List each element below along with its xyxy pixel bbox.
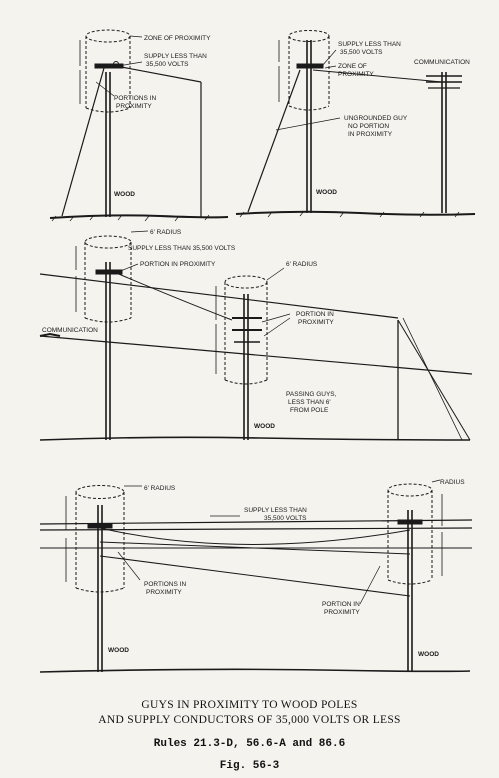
p1-portions-label-1: PORTIONS IN: [114, 95, 156, 102]
p2-guy-label-3: IN PROXIMITY: [348, 131, 393, 138]
p2-zone-label-2: PROXIMITY: [338, 71, 374, 78]
p4-radius-right: RADIUS: [440, 479, 465, 486]
panel-4: [39, 479, 473, 673]
panel-2: [235, 30, 476, 218]
p4-portions-label-2: PROXIMITY: [146, 589, 182, 596]
p2-zone-label-1: ZONE OF: [338, 63, 367, 70]
p3-wood-label: WOOD: [254, 423, 275, 430]
p3-communication-label: COMMUNICATION: [42, 327, 98, 334]
p2-guy-label-2: NO PORTION: [348, 123, 389, 130]
p2-supply-label-1: SUPPLY LESS THAN: [338, 41, 401, 48]
p4-wood-right: WOOD: [418, 651, 439, 658]
p3-passing-label-2: LESS THAN 6': [288, 399, 331, 406]
p1-portions-label-2: PROXIMITY: [116, 103, 152, 110]
p4-radius-left: 6' RADIUS: [144, 485, 176, 492]
figure-title-line-2: AND SUPPLY CONDUCTORS OF 35,000 VOLTS OR…: [98, 714, 401, 726]
p4-supply-label-1: SUPPLY LESS THAN: [244, 507, 307, 514]
rules-reference: Rules 21.3-D, 56.6-A and 86.6: [153, 738, 346, 750]
p3-passing-label-3: FROM POLE: [290, 407, 329, 414]
panel-3: [39, 230, 473, 441]
p4-supply-label-2: 35,500 VOLTS: [264, 515, 307, 522]
p2-communication-label: COMMUNICATION: [414, 59, 470, 66]
p2-wood-label: WOOD: [316, 189, 337, 196]
p3-portion-label: PORTION IN PROXIMITY: [140, 261, 216, 268]
figure-number: Fig. 56-3: [219, 760, 280, 772]
p3-supply-label: SUPPLY LESS THAN 35,500 VOLTS: [128, 245, 236, 252]
p1-wood-label: WOOD: [114, 191, 135, 198]
p3-radius-right: 6' RADIUS: [286, 261, 318, 268]
figure-title: GUYS IN PROXIMITY TO WOOD POLES AND SUPP…: [0, 698, 499, 728]
p4-portions-label-1: PORTIONS IN: [144, 581, 186, 588]
p1-supply-label-1: SUPPLY LESS THAN: [144, 53, 207, 60]
p4-portion-right-label-2: PROXIMITY: [324, 609, 360, 616]
supply-conductor: [115, 65, 202, 83]
p3-portion-right-label-2: PROXIMITY: [298, 319, 334, 326]
p4-wood-left: WOOD: [108, 647, 129, 654]
figure-title-line-1: GUYS IN PROXIMITY TO WOOD POLES: [141, 699, 358, 711]
p3-passing-label-1: PASSING GUYS,: [286, 391, 337, 398]
panel-1: [49, 29, 229, 222]
p4-portion-right-label-1: PORTION IN: [322, 601, 360, 608]
proximity-zone: [85, 29, 131, 43]
p2-guy-label-1: UNGROUNDED GUY: [344, 115, 408, 122]
guy-wire: [61, 67, 105, 217]
p1-supply-label-2: 35,500 VOLTS: [146, 61, 189, 68]
p3-radius-left: 6' RADIUS: [150, 229, 182, 236]
p1-zone-label: ZONE OF PROXIMITY: [144, 35, 211, 42]
p2-supply-label-2: 35,500 VOLTS: [340, 49, 383, 56]
p3-portion-right-label-1: PORTION IN: [296, 311, 334, 318]
